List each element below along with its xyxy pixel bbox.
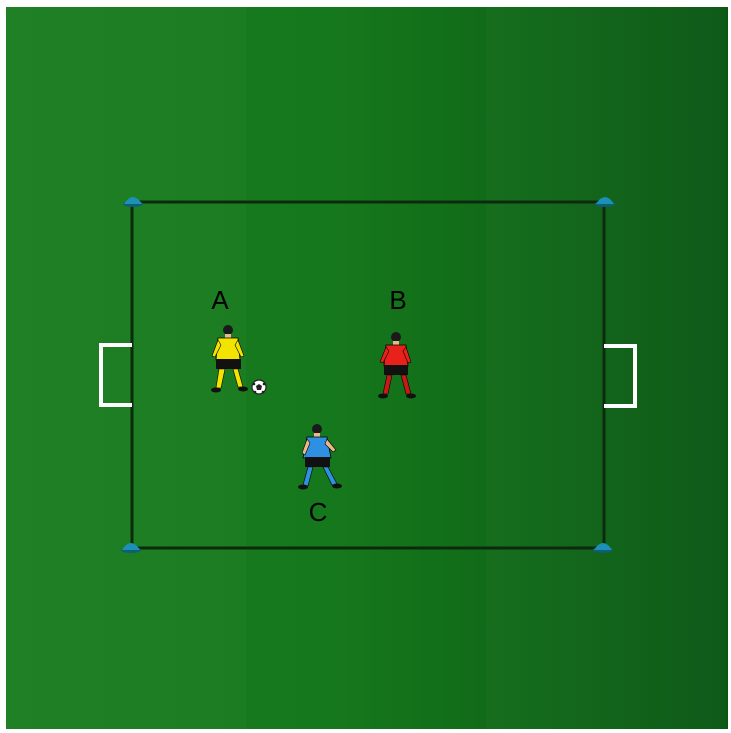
player-c-label: C bbox=[309, 497, 328, 527]
playing-area-boundary bbox=[132, 202, 604, 548]
cone-bottom-right bbox=[593, 543, 613, 553]
cone-bottom-left bbox=[121, 543, 141, 553]
player-a-icon bbox=[211, 325, 248, 393]
player-c-icon bbox=[298, 424, 342, 490]
player-a-label: A bbox=[211, 285, 229, 315]
player-b-label: B bbox=[389, 285, 406, 315]
cone-top-right bbox=[595, 197, 615, 207]
left-goal bbox=[101, 345, 132, 405]
right-goal bbox=[604, 346, 635, 406]
player-b-icon bbox=[378, 332, 416, 399]
soccer-ball-icon bbox=[252, 380, 266, 394]
cone-top-left bbox=[123, 197, 143, 207]
